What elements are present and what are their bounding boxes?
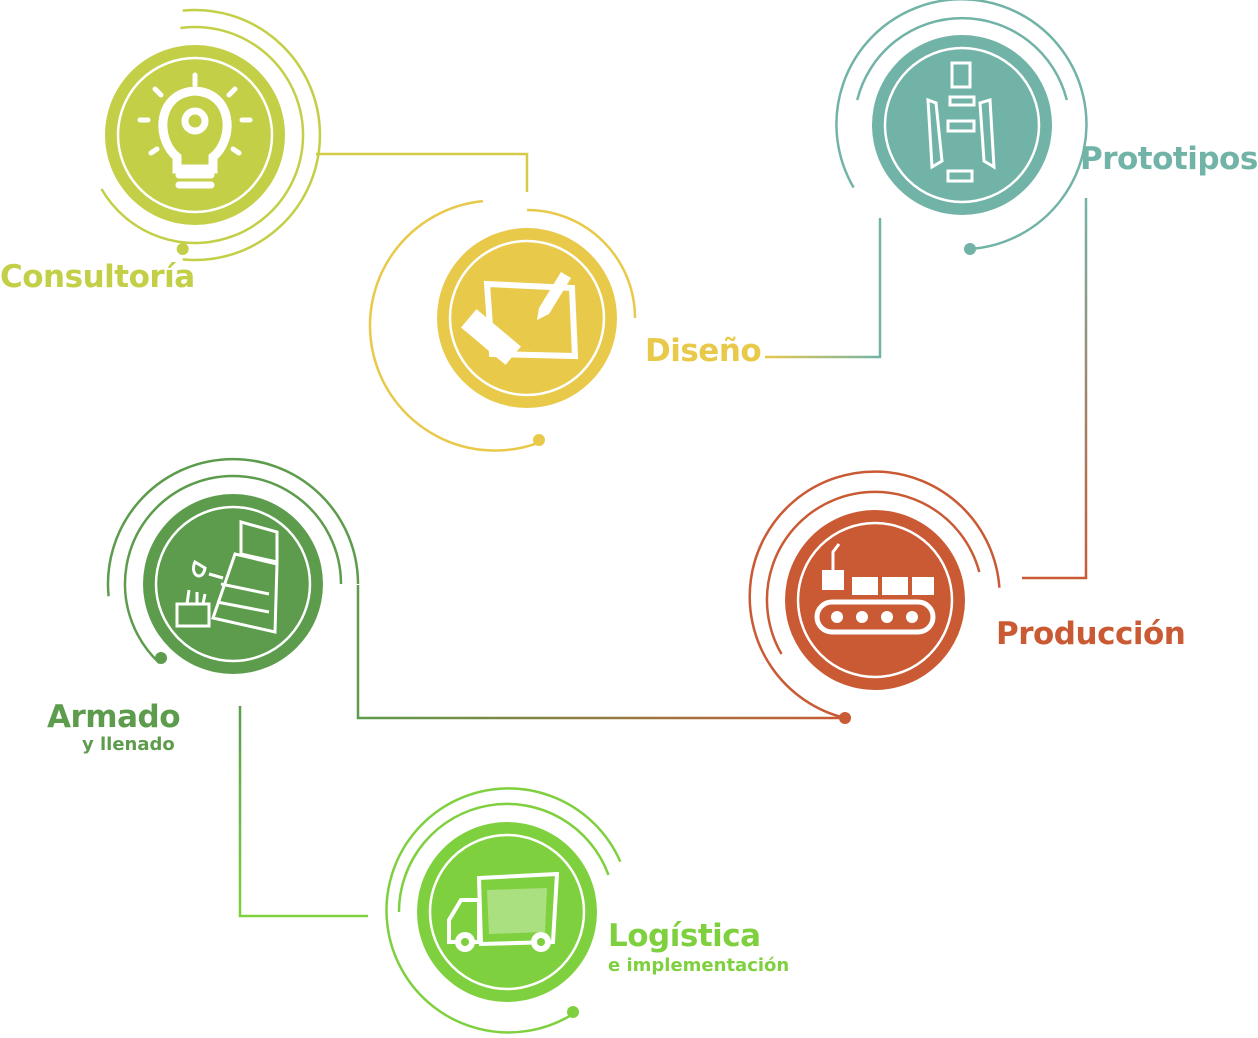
step-title-prototipos: Prototipos [1080,141,1258,177]
step-subtitle-logistica: e implementación [608,955,790,976]
lightbulb-icon [137,72,253,189]
connector-armado-logistica [238,706,368,918]
node-consultoria [100,8,322,262]
node-prototipos [835,0,1088,255]
delivery-truck-icon [447,871,560,952]
connector-prototipos-produccion [1022,198,1088,580]
step-title-logistica: Logística [608,918,761,954]
connector-armado-produccion [356,585,845,720]
connectors [238,152,1088,918]
display-stand-prototype-icon [926,61,996,183]
node-logistica [385,787,622,1034]
step-title-produccion: Producción [996,616,1186,652]
step-subtitle-armado: y llenado [82,734,175,755]
conveyor-belt-icon [814,543,936,635]
node-diseno [368,199,637,452]
node-produccion [748,470,1001,724]
connector-consultoria-diseno [316,152,529,192]
step-title-consultoria: Consultoría [0,259,195,295]
node-armado [106,457,360,674]
connector-diseno-prototipos [765,218,882,359]
display-assembly-icon [175,520,279,634]
step-title-diseno: Diseño [645,333,762,369]
design-ruler-pencil-icon [461,272,579,365]
step-title-armado: Armado [47,699,181,735]
